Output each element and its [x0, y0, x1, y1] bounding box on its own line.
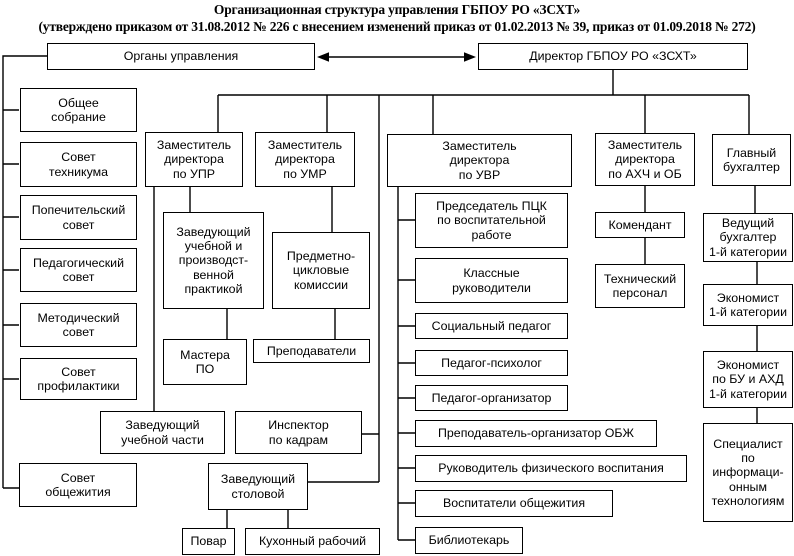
node-zam-direktora-umr: Заместитель директора по УМР [255, 132, 355, 187]
node-zav-praktikoy: Заведующий учебной и производст- венной … [163, 212, 264, 309]
node-rukovoditel-fizvospitaniya: Руководитель физического воспитания [415, 455, 687, 482]
node-obshchee-sobranie: Общее собрание [20, 88, 137, 132]
connector-uvr-spine [397, 187, 415, 541]
node-predmetno-ciklovye-komissii: Предметно- цикловые комиссии [272, 232, 370, 309]
connector-left-spine [2, 55, 47, 489]
node-vedushchiy-buhgalter: Ведущий бухгалтер 1-й категории [703, 213, 793, 262]
node-zam-direktora-ahch: Заместитель директора по АХЧ и ОБ [595, 133, 695, 186]
node-socialnyy-pedagog: Социальный педагог [415, 313, 568, 339]
node-komendant: Комендант [595, 212, 685, 238]
node-ekonomist-bu-ahd: Экономист по БУ и АХД 1-й категории [703, 351, 793, 408]
connector-distribution [217, 70, 750, 482]
node-vospitateli-obshchezhitiya: Воспитатели общежития [415, 490, 613, 517]
node-organy-upravleniya: Органы управления [47, 43, 315, 70]
connector-ahch-buh [644, 186, 758, 423]
node-pedagog-psiholog: Педагог-психолог [415, 350, 568, 376]
node-klassnye-rukovoditeli: Классные руководители [415, 258, 568, 303]
bidirectional-arrow [317, 52, 476, 62]
node-mastera-po: Мастера ПО [163, 339, 247, 385]
node-popechitelskiy-sovet: Попечительский совет [20, 195, 137, 240]
node-zam-direktora-uvr: Заместитель директора по УВР [387, 134, 572, 187]
node-direktor: Директор ГБПОУ РО «ЗСХТ» [478, 43, 748, 70]
node-povar: Повар [182, 528, 235, 555]
node-kuhonnyy-rabochiy: Кухонный рабочий [245, 528, 380, 555]
node-inspektor-po-kadram: Инспектор по кадрам [235, 411, 362, 454]
node-pedagog-organizator: Педагог-организатор [415, 385, 568, 411]
node-prepodavateli: Преподаватели [253, 339, 370, 363]
node-zav-stolovoy: Заведующий столовой [208, 463, 308, 510]
chart-title-line1: Организационная структура управления ГБП… [213, 2, 581, 17]
node-bibliotekar: Библиотекарь [415, 527, 523, 554]
node-zam-direktora-upr: Заместитель директора по УПР [145, 132, 243, 187]
node-predsedatel-pck: Председатель ПЦК по воспитательной работ… [415, 193, 568, 248]
node-tehnicheskiy-personal: Технический персонал [595, 264, 685, 308]
node-glavnyy-buhgalter: Главный бухгалтер [712, 134, 791, 186]
node-prepodavatel-organizator-obzh: Преподаватель-организатор ОБЖ [415, 420, 657, 447]
node-sovet-obshchezhitiya: Совет общежития [19, 463, 137, 507]
connector-upr-umr [153, 187, 379, 528]
chart-title-line2: (утверждено приказом от 31.08.2012 № 226… [38, 19, 756, 34]
node-sovet-tehnikuma: Совет техникума [20, 142, 137, 187]
node-metodicheskiy-sovet: Методический совет [20, 303, 137, 347]
node-ekonomist-1-kategorii: Экономист 1-й категории [703, 284, 793, 326]
node-sovet-profilaktiki: Совет профилактики [20, 358, 137, 400]
node-specialist-it: Специалист по информаци- онным технологи… [703, 423, 793, 522]
node-zav-uchebnoy-chasti: Заведующий учебной части [100, 411, 225, 454]
node-pedagogicheskiy-sovet: Педагогический совет [20, 248, 137, 292]
